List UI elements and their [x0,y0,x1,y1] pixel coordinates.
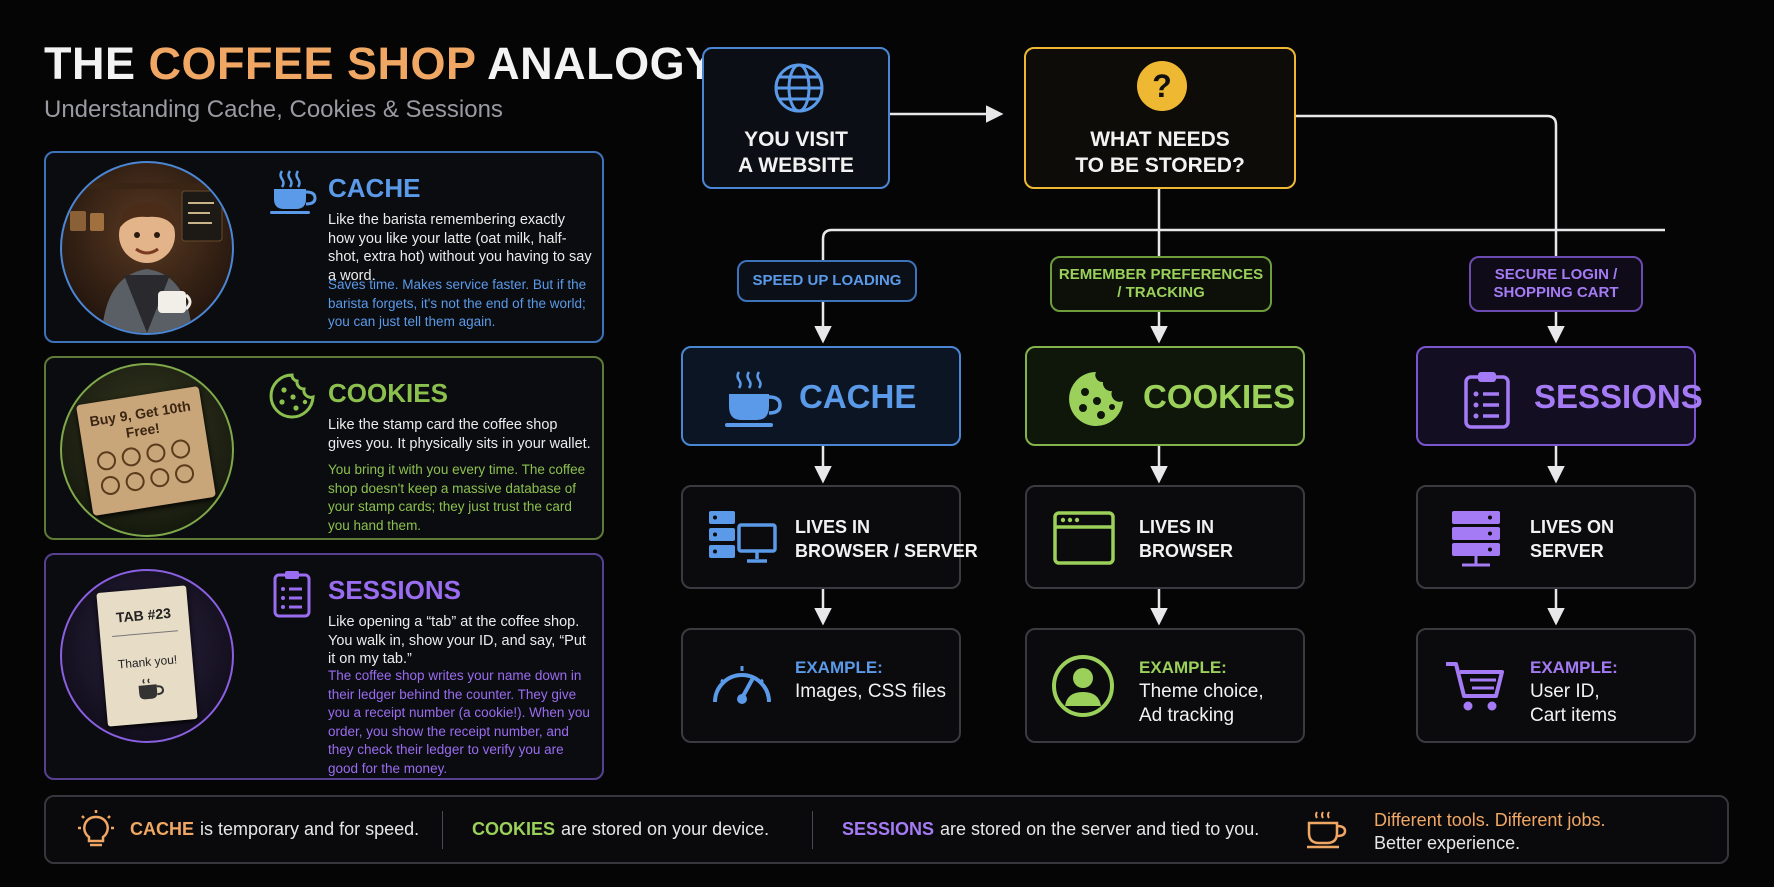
example-cache: EXAMPLE: Images, CSS files [681,628,961,743]
node-you-visit-website: YOU VISIT A WEBSITE [702,47,890,189]
question-icon: ? [1137,61,1187,111]
cookies-example-label: EXAMPLE: [1139,658,1227,677]
svg-text:?: ? [1152,68,1172,104]
question-label-line-2: TO BE STORED? [1075,154,1245,177]
cookies-lives-line-1: LIVES IN [1139,517,1215,537]
node-what-to-store: ? WHAT NEEDS TO BE STORED? [1024,47,1296,189]
globe-icon [774,63,824,113]
analogy-card-cache: CACHE Like the barista remembering exact… [44,151,604,343]
storage-cookies: LIVES IN BROWSER [1025,485,1305,589]
footer-closing-line-2: Better experience. [1374,833,1521,853]
sessions-lives-line-2: SERVER [1530,541,1604,561]
sessions-card-title: SESSIONS [328,575,461,605]
sessions-example-line-1: User ID, [1530,681,1600,702]
title-accent: COFFEE SHOP [148,38,476,89]
reason-pill-sessions: SECURE LOGIN / SHOPPING CART [1469,256,1643,312]
line-question-to-cache [821,228,1159,260]
category-name-cookies: COOKIES [1143,378,1296,415]
speedometer-icon [713,666,771,704]
question-label-line-1: WHAT NEEDS [1090,128,1230,151]
footer-cookies-key: COOKIES [472,819,556,839]
page-subtitle: Understanding Cache, Cookies & Sessions [44,96,503,123]
coffee-cup-icon [270,170,317,214]
cookies-lives-line-2: BROWSER [1139,541,1233,561]
footer-cache-key: CACHE [130,819,195,839]
clipboard-icon [273,571,311,618]
clipboard-icon [1464,372,1510,429]
cache-lives-line-2: BROWSER / SERVER [795,541,978,561]
category-name-sessions: SESSIONS [1534,378,1703,415]
footer-sessions-key: SESSIONS [842,819,935,839]
server-icon [1452,511,1500,567]
example-cookies: EXAMPLE: Theme choice, Ad tracking [1025,628,1305,743]
cache-example-line-1: Images, CSS files [795,681,946,702]
cookies-card-title: COOKIES [328,378,448,408]
user-icon [1052,655,1114,717]
cache-card-note: Saves time. Makes service faster. But if… [328,277,587,329]
analogy-card-sessions: TAB #23 Thank you! SESSIONS Like opening… [44,553,604,780]
category-cookies: COOKIES [1025,346,1305,446]
sessions-example-label: EXAMPLE: [1530,658,1618,677]
footer-closing: Different tools. Different jobs. Better … [1374,809,1605,855]
cookies-card-note: You bring it with you every time. The co… [328,462,586,533]
category-name-cache: CACHE [799,378,917,415]
analogy-card-cookies: Buy 9, Get 10th Free! COOKIES Like the s… [44,356,604,540]
sessions-card-description: Like opening a “tab” at the coffee shop.… [328,614,586,667]
cookie-icon [1069,372,1123,426]
cookies-example-line-1: Theme choice, [1139,681,1264,702]
browser-window-icon [1053,511,1115,565]
cache-lives-line-1: LIVES IN [795,517,871,537]
storage-sessions: LIVES ON SERVER [1416,485,1696,589]
barista-illustration [60,161,234,335]
stamp-card-illustration: Buy 9, Get 10th Free! [60,363,234,537]
coffee-cup-icon [725,371,782,427]
footer-cookies-text: are stored on your device. [561,819,770,839]
reason-pill-cookies: REMEMBER PREFERENCES / TRACKING [1050,256,1272,312]
cookie-icon [269,373,315,419]
reason-pill-cache: SPEED UP LOADING [737,260,917,302]
receipt-illustration: TAB #23 Thank you! [60,569,234,743]
shopping-cart-icon [1446,662,1504,711]
footer-cache-text: is temporary and for speed. [200,819,420,839]
cookies-example-line-2: Ad tracking [1139,705,1235,726]
storage-cache: LIVES IN BROWSER / SERVER [681,485,978,589]
lightbulb-icon [78,810,114,847]
page-title: THE COFFEE SHOP ANALOGY [44,38,716,89]
start-label-line-2: A WEBSITE [738,154,854,177]
cookies-card-description: Like the stamp card the coffee shop give… [328,417,591,452]
category-sessions: SESSIONS [1416,346,1703,446]
footer-sessions-text: are stored on the server and tied to you… [940,819,1260,839]
sessions-lives-line-1: LIVES ON [1530,517,1615,537]
sessions-card-note: The coffee shop writes your name down in… [328,668,590,776]
receipt-cup-icon [138,678,165,700]
sessions-example-line-2: Cart items [1530,705,1617,726]
category-cache: CACHE [681,346,961,446]
cache-card-title: CACHE [328,173,421,203]
coffee-cup-icon [1307,811,1347,849]
server-monitor-icon [709,511,777,563]
start-label-line-1: YOU VISIT [744,128,848,151]
cache-card-description: Like the barista remembering exactly how… [328,212,592,284]
cache-example-label: EXAMPLE: [795,658,883,677]
footer-closing-line-1: Different tools. Different jobs. [1374,810,1606,830]
example-sessions: EXAMPLE: User ID, Cart items [1416,628,1696,743]
line-question-to-sessions [1296,114,1558,256]
